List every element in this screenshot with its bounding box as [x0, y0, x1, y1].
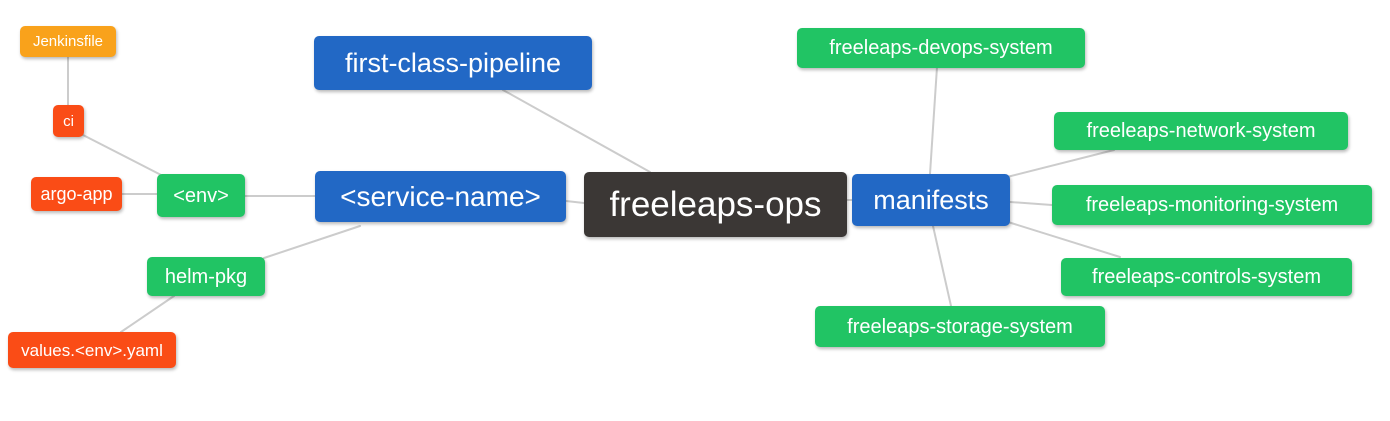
edge-service-name-to-helm-pkg: [263, 225, 361, 259]
node-label: argo-app: [40, 184, 113, 204]
node-values-env-yaml[interactable]: values.<env>.yaml: [8, 332, 176, 368]
node-freeleaps-ops[interactable]: freeleaps-ops: [584, 172, 847, 237]
node-freeleaps-devops-system[interactable]: freeleaps-devops-system: [797, 28, 1085, 68]
edge-helm-pkg-to-values-env-yaml: [120, 295, 175, 333]
node-label: freeleaps-devops-system: [829, 37, 1053, 59]
node-first-class-pipeline[interactable]: first-class-pipeline: [314, 36, 592, 90]
node-freeleaps-controls-system[interactable]: freeleaps-controls-system: [1061, 258, 1352, 296]
node-label: freeleaps-ops: [609, 185, 822, 224]
node-env[interactable]: <env>: [157, 174, 245, 217]
node-service-name[interactable]: <service-name>: [315, 171, 566, 222]
node-freeleaps-storage-system[interactable]: freeleaps-storage-system: [815, 306, 1105, 347]
node-label: freeleaps-monitoring-system: [1085, 194, 1339, 216]
node-label: freeleaps-controls-system: [1092, 266, 1321, 288]
node-label: Jenkinsfile: [32, 33, 104, 50]
node-jenkinsfile[interactable]: Jenkinsfile: [20, 26, 116, 57]
edge-manifests-to-freeleaps-controls-system: [1007, 221, 1121, 258]
edge-first-class-pipeline-to-freeleaps-ops: [502, 89, 651, 173]
node-label: values.<env>.yaml: [21, 340, 163, 360]
edge-ci-to-env: [82, 134, 166, 178]
node-label: first-class-pipeline: [344, 47, 562, 78]
node-label: manifests: [873, 184, 989, 215]
node-label: <env>: [173, 184, 229, 207]
node-freeleaps-monitoring-system[interactable]: freeleaps-monitoring-system: [1052, 185, 1372, 225]
node-argo-app[interactable]: argo-app: [31, 177, 122, 211]
node-label: helm-pkg: [164, 265, 248, 288]
node-label: ci: [63, 112, 74, 130]
node-helm-pkg[interactable]: helm-pkg: [147, 257, 265, 296]
node-label: freeleaps-network-system: [1086, 120, 1316, 142]
node-label: <service-name>: [340, 180, 541, 212]
edge-manifests-to-freeleaps-monitoring-system: [1009, 201, 1053, 206]
node-ci[interactable]: ci: [53, 105, 84, 137]
node-freeleaps-network-system[interactable]: freeleaps-network-system: [1054, 112, 1348, 150]
edge-manifests-to-freeleaps-devops-system: [929, 66, 938, 175]
edge-manifests-to-freeleaps-storage-system: [932, 225, 952, 307]
edge-service-name-to-freeleaps-ops: [565, 200, 585, 204]
node-label: freeleaps-storage-system: [847, 315, 1073, 338]
edge-manifests-to-freeleaps-network-system: [1006, 149, 1115, 178]
node-manifests[interactable]: manifests: [852, 174, 1010, 226]
